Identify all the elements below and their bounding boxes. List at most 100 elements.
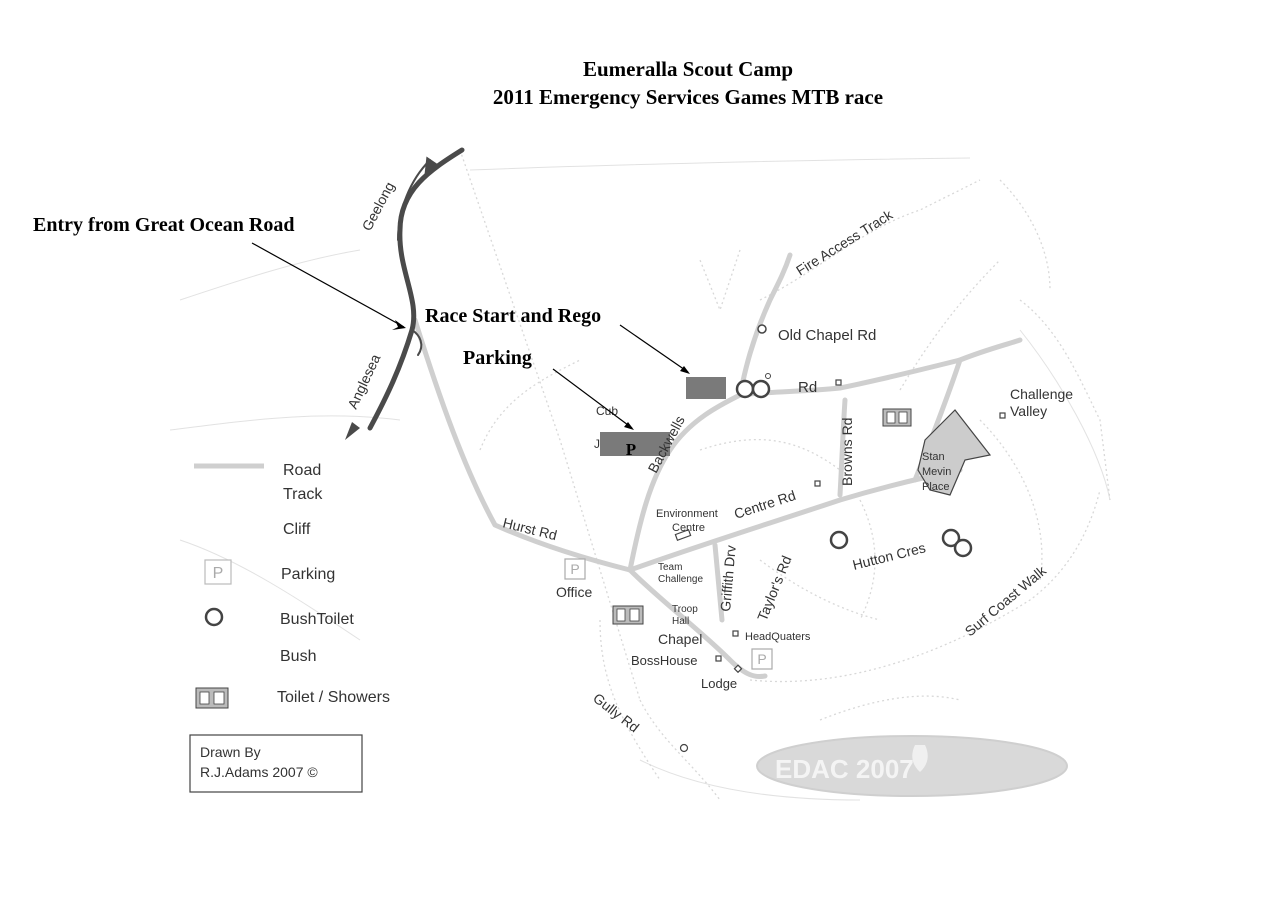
arrow-parking-line bbox=[552, 368, 633, 429]
stamp-oval bbox=[756, 735, 1068, 797]
cliff-lines bbox=[169, 157, 1111, 801]
parking-icon-label: P bbox=[757, 651, 766, 667]
arrow-parking-head-icon bbox=[624, 422, 634, 430]
toilet-shower-icon bbox=[612, 605, 644, 625]
buildings bbox=[674, 379, 1006, 674]
cliff-line bbox=[179, 539, 361, 641]
bush-toilet-icon bbox=[953, 538, 973, 558]
label-environment-2: Centre bbox=[672, 522, 705, 534]
track-line bbox=[459, 149, 641, 701]
track-line bbox=[599, 619, 661, 781]
label-j: J bbox=[594, 437, 600, 451]
track-line bbox=[699, 249, 741, 312]
cliff-line bbox=[639, 759, 861, 801]
label-old-chapel-rd: Old Chapel Rd bbox=[778, 327, 876, 344]
small-ring-icon bbox=[765, 373, 771, 379]
credit-line-1: Drawn By bbox=[200, 744, 261, 760]
label-environment-1: Environment bbox=[656, 508, 718, 520]
label-taylors-rd: Taylor's Rd bbox=[754, 553, 795, 623]
track-line bbox=[699, 439, 841, 471]
arrow-race-start-head-icon bbox=[680, 366, 690, 374]
annotation-entry: Entry from Great Ocean Road bbox=[33, 214, 294, 236]
toilet-shower-blocks bbox=[612, 408, 912, 625]
arrow-race-start-line bbox=[619, 324, 689, 373]
track-line bbox=[639, 699, 721, 801]
label-troop-2: Hall bbox=[672, 616, 689, 627]
browns-road bbox=[837, 397, 848, 498]
building-icon bbox=[999, 412, 1006, 419]
cliff-line bbox=[169, 415, 401, 431]
track-line bbox=[749, 489, 1101, 683]
cliff-line bbox=[1019, 329, 1111, 501]
small-ring-icon bbox=[679, 743, 689, 753]
track-line bbox=[999, 179, 1051, 291]
label-fire-access-track: Fire Access Track bbox=[793, 206, 896, 279]
building-icon bbox=[733, 664, 743, 674]
legend-parking-symbol: P bbox=[213, 565, 224, 582]
label-team-1: Team bbox=[658, 562, 682, 573]
legend-bush-toilet-icon bbox=[204, 607, 224, 627]
toilet-shower-icon bbox=[882, 408, 912, 427]
parking-icon bbox=[564, 558, 586, 580]
label-office: Office bbox=[556, 584, 593, 600]
track-line bbox=[859, 499, 876, 621]
bush-toilet-icon bbox=[735, 379, 755, 399]
track-line bbox=[899, 259, 1001, 391]
bush-toilets bbox=[679, 324, 973, 753]
tracks bbox=[459, 149, 1111, 801]
edac-stamp: EDAC 2007 bbox=[756, 735, 1068, 797]
credit-line-2: R.J.Adams 2007 © bbox=[200, 764, 318, 780]
small-ring-icon bbox=[757, 324, 767, 334]
arrow-entry-head-icon bbox=[392, 320, 406, 330]
map-parking-symbol: P bbox=[751, 648, 773, 670]
legend-bush-label: Bush bbox=[280, 648, 316, 665]
highway-line bbox=[397, 159, 431, 241]
cliff-line bbox=[179, 249, 361, 301]
label-headquaters: HeadQuaters bbox=[745, 631, 811, 643]
arrow-north-icon bbox=[424, 156, 441, 178]
legend-parking-label: Parking bbox=[281, 566, 335, 583]
label-anglesea: Anglesea bbox=[344, 351, 383, 411]
fleur-de-lis-icon bbox=[912, 745, 928, 772]
stan-mevin-place-area bbox=[917, 409, 992, 496]
title-line-1: Eumeralla Scout Camp bbox=[583, 57, 793, 81]
track-line bbox=[479, 359, 581, 451]
building-icon bbox=[814, 480, 821, 487]
label-challenge-valley-2: Valley bbox=[1010, 403, 1047, 419]
label-gully-rd: Gully Rd bbox=[590, 690, 642, 736]
credit-border bbox=[189, 734, 363, 793]
label-hutton-cres: Hutton Cres bbox=[851, 539, 927, 573]
label-stan-2: Mevin bbox=[922, 466, 951, 478]
label-challenge-valley-1: Challenge bbox=[1010, 386, 1073, 402]
track-line bbox=[759, 179, 981, 301]
annotation-parking: Parking bbox=[463, 347, 532, 369]
label-lodge: Lodge bbox=[701, 676, 737, 691]
arrow-entry-line bbox=[251, 242, 405, 328]
legend-road-label: Road bbox=[283, 462, 321, 479]
track-line bbox=[819, 695, 961, 721]
building-icon bbox=[732, 630, 739, 637]
bush-toilet-icon bbox=[829, 530, 849, 550]
annotations: Entry from Great Ocean Road Race Start a… bbox=[33, 214, 690, 430]
label-stan-3: Place bbox=[922, 481, 950, 493]
legend-track-label: Track bbox=[283, 486, 323, 503]
legend-cliff-label: Cliff bbox=[283, 521, 311, 538]
legend-bush-toilet-label: BushToilet bbox=[280, 611, 354, 628]
label-chapel: Chapel bbox=[658, 631, 702, 647]
centre-road bbox=[627, 467, 963, 573]
rd-road bbox=[737, 357, 963, 398]
parking-marker bbox=[600, 432, 670, 456]
title-line-2: 2011 Emergency Services Games MTB race bbox=[493, 85, 883, 109]
cliff-line bbox=[469, 157, 971, 171]
parking-icon-label: P bbox=[570, 561, 579, 577]
bush-toilet-icon bbox=[941, 528, 961, 548]
label-team-2: Challenge bbox=[658, 574, 703, 585]
old-chapel-road bbox=[737, 252, 793, 398]
griffith-drive bbox=[712, 542, 725, 623]
label-surf-coast-walk: Surf Coast Walk bbox=[962, 562, 1050, 640]
label-rd: Rd bbox=[798, 379, 817, 396]
legend-toilet-shower-label: Toilet / Showers bbox=[277, 689, 390, 706]
label-geelong: Geelong bbox=[359, 179, 398, 233]
legend: Road Track Cliff P Parking BushToilet Bu… bbox=[194, 462, 390, 709]
